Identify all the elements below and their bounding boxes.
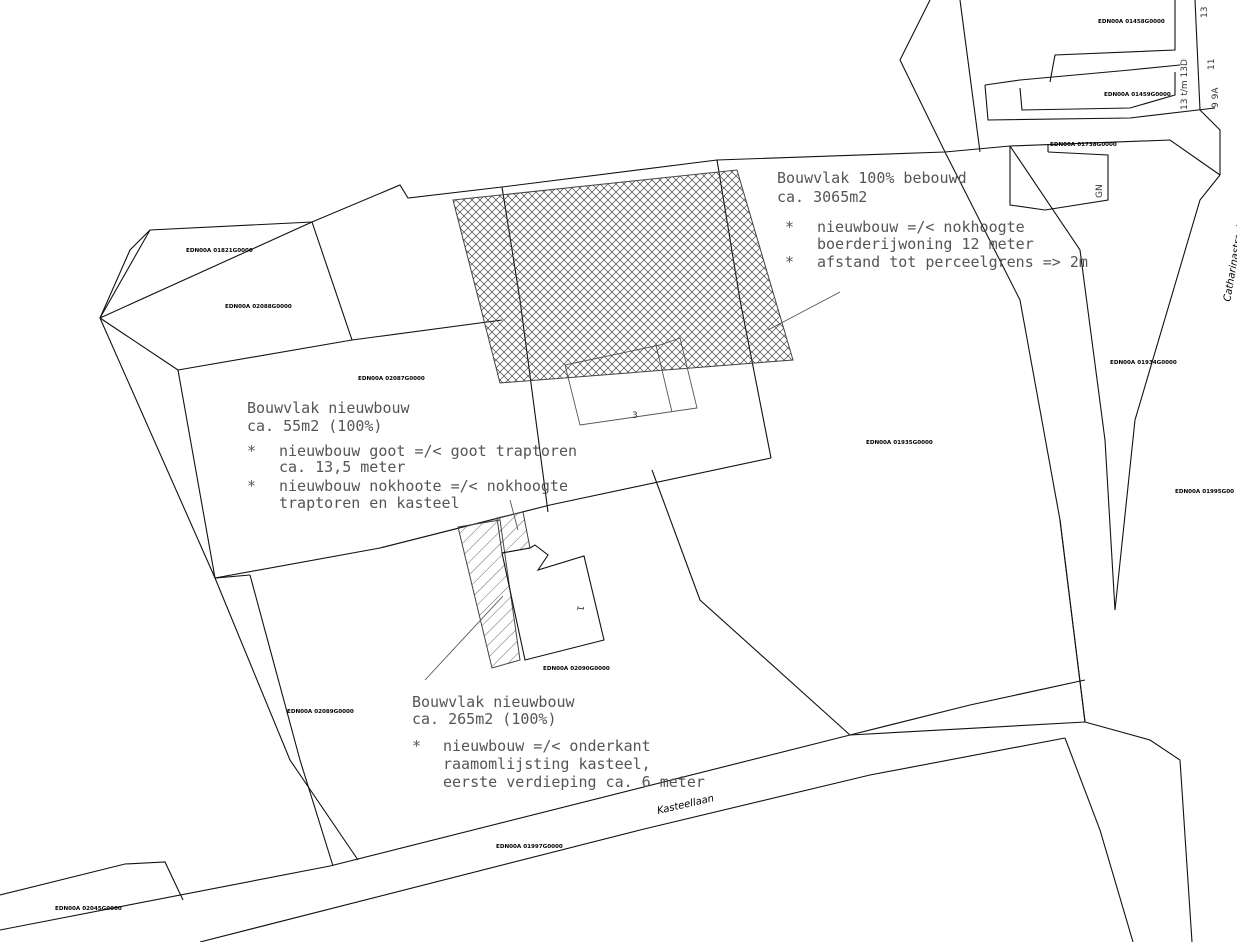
- annotation-text: nieuwbouw nokhoote =/< nokhoogte: [279, 477, 568, 495]
- parcel-label: EDN00A 01821G0000: [186, 248, 253, 254]
- parcel-label: EDN00A 01934G0000: [1110, 360, 1177, 366]
- annotation-text: nieuwbouw goot =/< goot traptoren: [279, 442, 577, 460]
- annotation-title: Bouwvlak nieuwbouw: [247, 399, 411, 417]
- annotation-text: nieuwbouw =/< nokhoogte: [817, 218, 1025, 236]
- parcel-label: EDN00A 02045G0000: [55, 906, 122, 912]
- annotation-area: ca. 55m2 (100%): [247, 417, 382, 435]
- parcel-label: EDN00A 01459G0000: [1104, 92, 1171, 98]
- street-label-catharinastraat: Catharinastraat: [1222, 222, 1237, 302]
- parcel-label: EDN00A 01738G0000: [1050, 142, 1117, 148]
- parcel-label: EDN00A 01997G0000: [496, 844, 563, 850]
- parcel-label: EDN00A 01995G00: [1175, 489, 1234, 495]
- house-number: 13: [1200, 7, 1210, 18]
- castle-building-zone: [501, 544, 605, 661]
- parcel-label: EDN00A 01458G0000: [1098, 19, 1165, 25]
- annotation-text: raamomlijsting kasteel,: [443, 755, 651, 773]
- parcel-label: EDN00A 01935G0000: [866, 440, 933, 446]
- street-label-kasteellaan: Kasteellaan: [656, 793, 715, 817]
- bullet-icon: *: [412, 737, 421, 755]
- house-number: 1: [574, 604, 585, 611]
- annotation-text: ca. 13,5 meter: [279, 458, 405, 476]
- bullet-icon: *: [785, 218, 794, 236]
- buildings: [424, 169, 841, 681]
- annotation-farm: Bouwvlak 100% bebouwd ca. 3065m2 * nieuw…: [777, 169, 1088, 271]
- annotation-title: Bouwvlak 100% bebouwd: [777, 169, 967, 187]
- annotation-text: nieuwbouw =/< onderkant: [443, 737, 651, 755]
- annotation-area: ca. 265m2 (100%): [412, 710, 557, 728]
- annotation-title: Bouwvlak nieuwbouw: [412, 693, 576, 711]
- annotation-area: ca. 3065m2: [777, 188, 867, 206]
- bullet-icon: *: [785, 253, 794, 271]
- bullet-icon: *: [247, 477, 256, 495]
- farm-building-zone: [452, 169, 794, 384]
- house-numbers: 13 13 t/m 13D 11 9 9A GN 3 1: [574, 7, 1221, 612]
- house-number: 13 t/m 13D: [1180, 59, 1190, 110]
- house-number: 11: [1207, 59, 1217, 70]
- house-number: 3: [632, 411, 638, 421]
- parcel-label: EDN00A 02090G0000: [543, 666, 610, 672]
- annotation-text: eerste verdieping ca. 6 meter: [443, 773, 705, 791]
- parcel-label: EDN00A 02087G0000: [358, 376, 425, 382]
- house-number: 9 9A: [1211, 87, 1221, 108]
- annotation-tower: Bouwvlak nieuwbouw ca. 55m2 (100%) * nie…: [247, 399, 577, 512]
- tower-building-zone: [457, 519, 521, 669]
- annotation-castle: Bouwvlak nieuwbouw ca. 265m2 (100%) * ni…: [412, 693, 705, 791]
- annotation-text: traptoren en kasteel: [279, 494, 460, 512]
- parcel-labels: EDN00A 01458G0000 EDN00A 01459G0000 EDN0…: [55, 19, 1234, 912]
- parcel-label: EDN00A 02088G0000: [225, 304, 292, 310]
- annotation-text: boerderijwoning 12 meter: [817, 235, 1034, 253]
- parcel-label: EDN00A 02089G0000: [287, 709, 354, 715]
- house-number: GN: [1095, 184, 1105, 198]
- annotation-text: afstand tot perceelgrens => 2m: [817, 253, 1088, 271]
- bullet-icon: *: [247, 442, 256, 460]
